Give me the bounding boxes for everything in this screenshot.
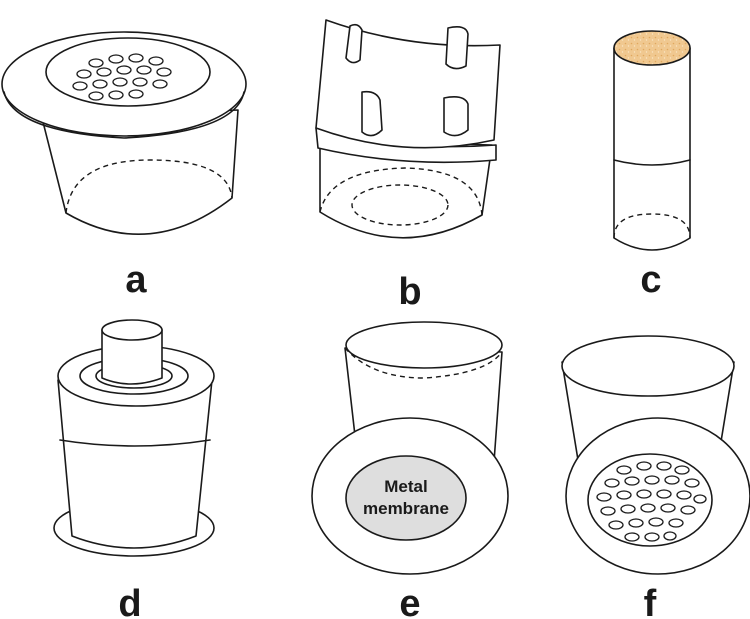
panel-f-perforations — [596, 461, 707, 542]
panel-b-label: b — [398, 271, 421, 313]
panel-b-window — [445, 26, 469, 70]
panel-b-window — [443, 96, 469, 137]
panel-b-window — [361, 90, 383, 137]
panel-f-label: f — [644, 583, 657, 619]
panel-c-powder-top — [613, 30, 691, 66]
panel-d-label: d — [118, 583, 141, 619]
panel-f-inverted-cup — [561, 335, 750, 575]
panel-b-sleeve-assembly — [315, 19, 501, 239]
metal-membrane-label-line1: Metal — [384, 477, 427, 496]
panel-e-inverted-cup: Metal membrane — [311, 321, 509, 575]
metal-membrane-label-line2: membrane — [363, 499, 449, 518]
metal-membrane — [345, 455, 467, 541]
panel-c-label: c — [640, 259, 661, 301]
panel-a-label: a — [125, 259, 147, 301]
panel-c-tube — [613, 30, 691, 251]
panel-b-window — [345, 23, 363, 64]
panel-a-perforations — [72, 53, 172, 101]
panel-e-label: e — [399, 583, 420, 619]
panel-a-capsule — [1, 31, 247, 236]
panel-d-assembly — [53, 319, 215, 557]
